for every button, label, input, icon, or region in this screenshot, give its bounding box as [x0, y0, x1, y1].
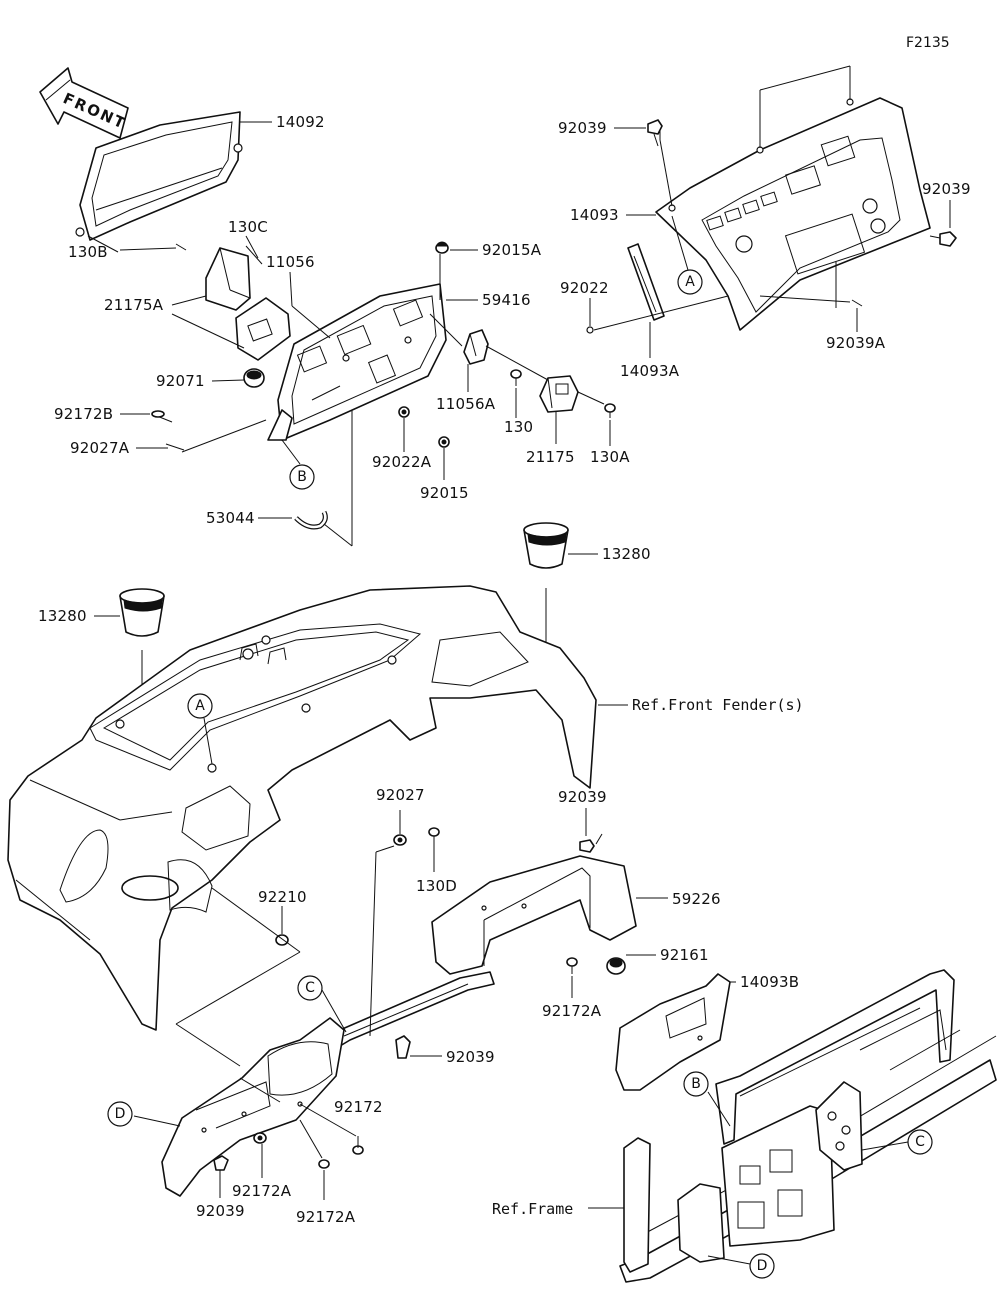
label-11056: 11056	[266, 253, 315, 271]
callout-B-lower: B	[691, 1076, 701, 1092]
label-92210: 92210	[258, 888, 307, 906]
meter-cover-14092	[75, 111, 243, 241]
lower-side-panel	[161, 1017, 345, 1197]
label-21175A: 21175A	[104, 296, 164, 314]
ref-front-fender: Ref.Front Fender(s)	[632, 696, 804, 714]
label-59416: 59416	[482, 291, 531, 309]
cup-holder-13280-left	[119, 588, 165, 637]
relay-21175	[539, 375, 579, 413]
label-92039-mid: 92039	[558, 788, 607, 806]
label-92071: 92071	[156, 372, 205, 390]
label-130: 130	[504, 418, 533, 436]
callout-D-frame: D	[757, 1258, 768, 1274]
label-92039-low: 92039	[446, 1048, 495, 1066]
label-130B: 130B	[68, 243, 108, 261]
label-92039A: 92039A	[826, 334, 886, 352]
label-13280-left: 13280	[38, 607, 87, 625]
label-92172: 92172	[334, 1098, 383, 1116]
label-14093A: 14093A	[620, 362, 680, 380]
callout-C-frame: C	[915, 1134, 925, 1150]
label-92172A-mid: 92172A	[542, 1002, 602, 1020]
label-92039-bottom: 92039	[196, 1202, 245, 1220]
frame	[619, 969, 997, 1283]
label-92027A: 92027A	[70, 439, 130, 457]
diagram-code: F2135	[906, 35, 950, 51]
label-53044: 53044	[206, 509, 255, 527]
glove-box-59226	[431, 855, 637, 975]
label-92015A: 92015A	[482, 241, 542, 259]
front-arrow-icon: FRONT	[39, 67, 129, 139]
label-13280-right: 13280	[602, 545, 651, 563]
callout-B-upper: B	[297, 469, 307, 485]
label-92172A-left: 92172A	[232, 1182, 292, 1200]
label-92022A: 92022A	[372, 453, 432, 471]
label-92039-top: 92039	[558, 119, 607, 137]
label-11056A: 11056A	[436, 395, 496, 413]
label-130D: 130D	[416, 877, 457, 895]
ref-frame: Ref.Frame	[492, 1200, 573, 1218]
label-92039-right: 92039	[922, 180, 971, 198]
label-92161: 92161	[660, 946, 709, 964]
label-92015: 92015	[420, 484, 469, 502]
bracket-11056A	[463, 329, 489, 365]
meter-panel-14093	[655, 97, 931, 331]
label-92172A-bottom: 92172A	[296, 1208, 356, 1226]
label-21175: 21175	[526, 448, 575, 466]
relay-21175A	[205, 247, 251, 311]
label-14093B: 14093B	[740, 973, 799, 991]
label-59226: 59226	[672, 890, 721, 908]
callout-A-lower: A	[195, 698, 205, 714]
callout-A-upper: A	[685, 274, 695, 290]
label-130A: 130A	[590, 448, 630, 466]
label-130C: 130C	[228, 218, 268, 236]
label-14092: 14092	[276, 113, 325, 131]
label-92022-top: 92022	[560, 279, 609, 297]
dash-panel	[7, 585, 597, 1031]
callout-D-left: D	[115, 1106, 126, 1122]
cup-holder-13280-right	[523, 522, 569, 569]
label-92027: 92027	[376, 786, 425, 804]
callout-C-lower: C	[305, 980, 315, 996]
label-14093: 14093	[570, 206, 619, 224]
ecu-bracket-11056	[267, 283, 447, 441]
cover-14093B	[615, 973, 731, 1091]
label-92172B: 92172B	[54, 405, 113, 423]
